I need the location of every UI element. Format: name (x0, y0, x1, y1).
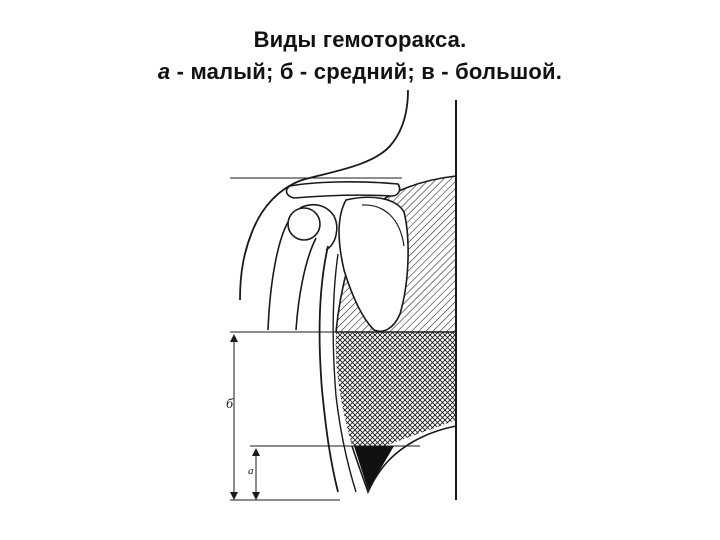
arm-inner-contour (296, 238, 316, 330)
label-b: б (226, 397, 234, 412)
clavicle (287, 182, 400, 198)
dimension-arrow-b (230, 334, 238, 500)
arm-outer-contour (268, 222, 288, 330)
zone-medium-hemothorax (336, 332, 456, 446)
humeral-head (288, 208, 320, 240)
label-a: а (248, 465, 254, 477)
